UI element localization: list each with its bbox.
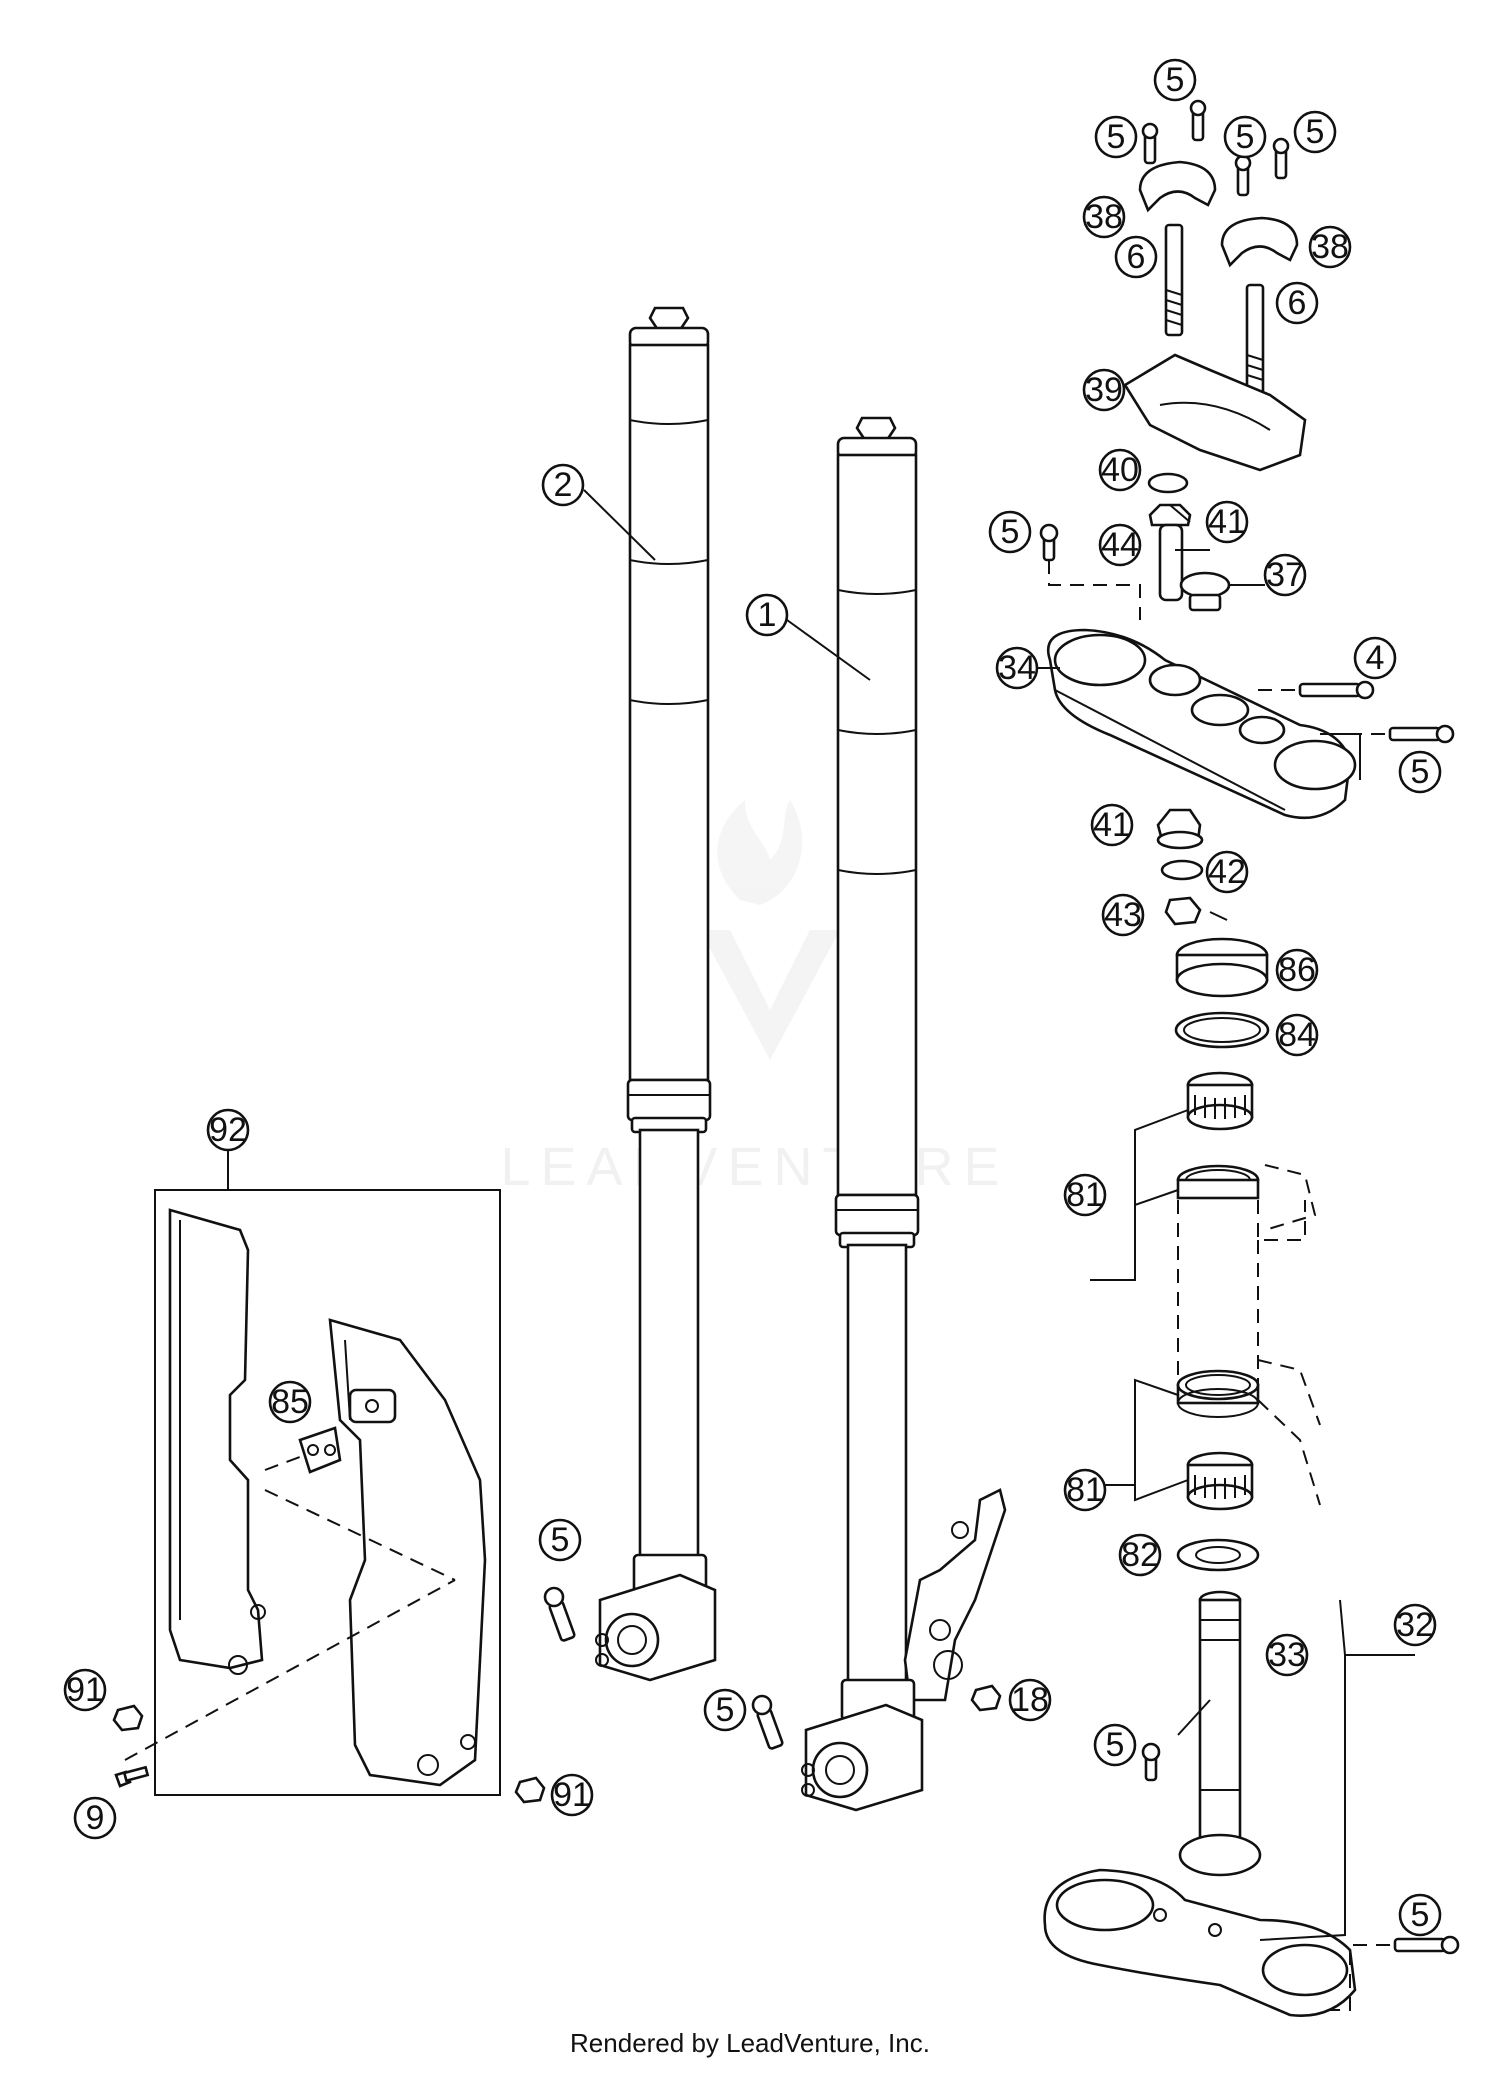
callout-33: 33	[1265, 1633, 1309, 1677]
callout-label: 5	[1107, 118, 1126, 156]
callout-5: 5	[1093, 1723, 1137, 1767]
callout-91: 91	[550, 1773, 594, 1817]
callout-37: 37	[1263, 553, 1307, 597]
callout-84: 84	[1275, 1013, 1319, 1057]
callout-label: 18	[1011, 1681, 1049, 1719]
callout-5: 5	[1398, 1893, 1442, 1937]
callout-bubbles: 5 5 5 5 38 38 6 6 39 40 41 5 44 37 34 4 …	[63, 58, 1442, 1937]
callout-label: 85	[271, 1383, 309, 1421]
callout-label: 5	[551, 1521, 570, 1559]
callout-label: 38	[1311, 228, 1349, 266]
footer-credit: Rendered by LeadVenture, Inc.	[570, 2028, 930, 2058]
callout-label: 38	[1085, 198, 1123, 236]
fork-guard-kit	[112, 1150, 546, 1804]
callout-label: 41	[1093, 806, 1131, 844]
callout-label: 5	[1411, 753, 1430, 791]
callout-38: 38	[1082, 195, 1126, 239]
callout-43: 43	[1101, 893, 1145, 937]
callout-1: 1	[745, 593, 789, 637]
callout-label: 6	[1288, 284, 1307, 322]
callout-label: 81	[1066, 1176, 1104, 1214]
callout-44: 44	[1098, 523, 1142, 567]
callout-label: 42	[1208, 853, 1246, 891]
callout-label: 40	[1101, 451, 1139, 489]
callout-label: 91	[66, 1671, 104, 1709]
callout-5: 5	[1153, 58, 1197, 102]
callout-5: 5	[1094, 115, 1138, 159]
watermark-text: LEADVENTURE	[500, 1137, 1009, 1197]
callout-41: 41	[1205, 500, 1249, 544]
callout-5: 5	[1223, 115, 1267, 159]
callout-9: 9	[73, 1796, 117, 1840]
callout-label: 32	[1396, 1606, 1434, 1644]
callout-42: 42	[1205, 850, 1249, 894]
callout-4: 4	[1353, 636, 1397, 680]
callout-18: 18	[1008, 1678, 1052, 1722]
fork-leg-left	[595, 306, 717, 1682]
callout-85: 85	[268, 1380, 312, 1424]
callout-92: 92	[206, 1108, 250, 1152]
callout-2: 2	[541, 463, 585, 507]
watermark-logo: LEADVENTURE	[500, 800, 1009, 1197]
callout-5: 5	[703, 1688, 747, 1732]
callout-label: 5	[1236, 118, 1255, 156]
callout-label: 34	[998, 649, 1036, 687]
callout-91: 91	[63, 1668, 107, 1712]
handlebar-clamp-assembly	[1123, 99, 1307, 472]
fork-leg-right	[801, 416, 1007, 1812]
callout-label: 82	[1121, 1536, 1159, 1574]
callout-label: 5	[716, 1691, 735, 1729]
leader-lines	[583, 489, 1415, 1736]
steering-head-bearings	[1134, 937, 1321, 1572]
callout-label: 5	[1166, 61, 1185, 99]
callout-label: 81	[1066, 1471, 1104, 1509]
callout-label: 5	[1411, 1896, 1430, 1934]
callout-6: 6	[1275, 281, 1319, 325]
callout-5: 5	[538, 1518, 582, 1562]
callout-82: 82	[1118, 1533, 1162, 1577]
callout-label: 86	[1278, 951, 1316, 989]
callout-label: 37	[1266, 556, 1304, 594]
callout-5: 5	[1398, 750, 1442, 794]
lower-triple-clamp	[1043, 1590, 1460, 2017]
callout-86: 86	[1275, 948, 1319, 992]
callout-label: 92	[209, 1111, 247, 1149]
callout-label: 5	[1001, 513, 1020, 551]
callout-label: 1	[758, 596, 777, 634]
callout-label: 9	[86, 1799, 105, 1837]
upper-triple-clamp	[1039, 472, 1455, 926]
callout-81: 81	[1063, 1468, 1107, 1512]
callout-label: 33	[1268, 1636, 1306, 1674]
callout-label: 41	[1208, 503, 1246, 541]
callout-40: 40	[1098, 448, 1142, 492]
callout-32: 32	[1393, 1603, 1437, 1647]
callout-label: 39	[1085, 371, 1123, 409]
callout-38: 38	[1308, 225, 1352, 269]
callout-label: 4	[1366, 639, 1385, 677]
callout-label: 5	[1106, 1726, 1125, 1764]
callout-label: 43	[1104, 896, 1142, 934]
callout-5: 5	[1293, 110, 1337, 154]
callout-34: 34	[995, 646, 1039, 690]
callout-label: 2	[554, 466, 573, 504]
callout-label: 44	[1101, 526, 1139, 564]
callout-6: 6	[1114, 235, 1158, 279]
fork-clamp-bolts	[543, 1586, 784, 1750]
callout-label: 5	[1306, 113, 1325, 151]
callout-39: 39	[1082, 368, 1126, 412]
callout-label: 84	[1278, 1016, 1316, 1054]
callout-label: 6	[1127, 238, 1146, 276]
callout-label: 91	[553, 1776, 591, 1814]
callout-41: 41	[1090, 803, 1134, 847]
callout-81: 81	[1063, 1173, 1107, 1217]
callout-5: 5	[988, 510, 1032, 554]
